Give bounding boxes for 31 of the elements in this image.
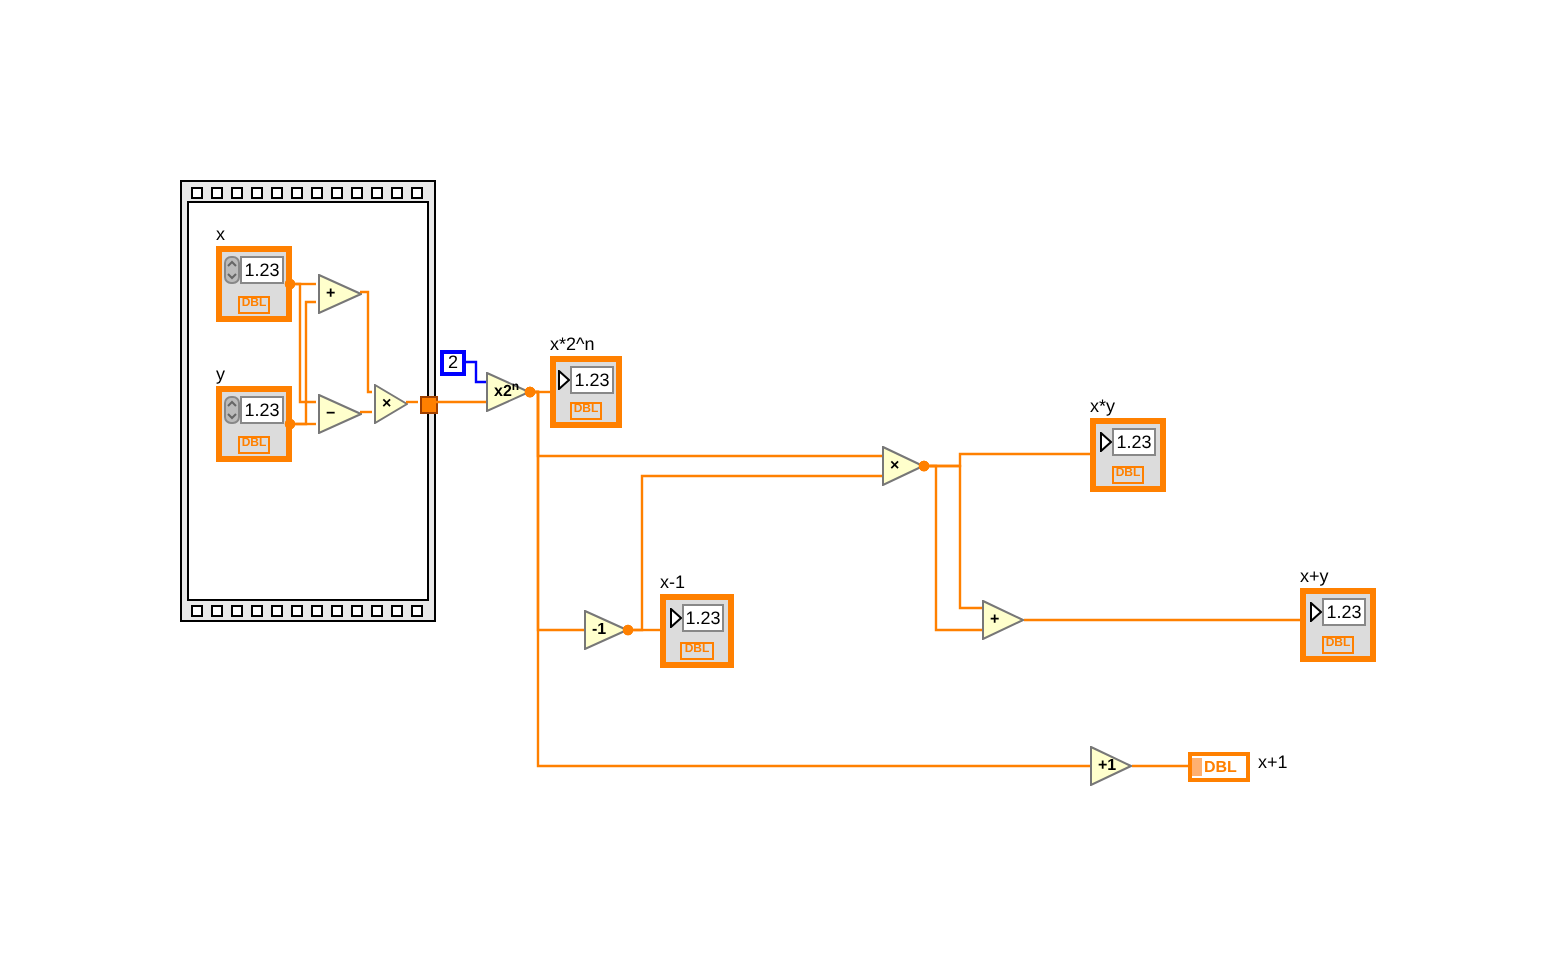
numeric-constant: 2 [440, 350, 466, 376]
wire [284, 278, 316, 404]
wire [622, 474, 882, 636]
control-label: x-1 [660, 572, 686, 592]
wire [360, 410, 372, 414]
function-triangle: +1 [1090, 746, 1132, 786]
function-triangle: + [318, 274, 362, 314]
function-triangle: × [374, 384, 408, 424]
value-field: 1.23 [240, 256, 284, 284]
wire [1132, 764, 1188, 768]
value-field: 1.23 [240, 396, 284, 424]
control-label: x+y [1300, 566, 1329, 586]
wire [466, 360, 486, 384]
function-triangle: x2$^{n}$ [486, 372, 530, 412]
function-triangle: − [318, 394, 362, 434]
indicator-label: x+1 [1258, 750, 1288, 774]
wire [524, 386, 1090, 768]
wire [284, 418, 316, 430]
control-label: x*2^n [550, 334, 595, 354]
wire [1024, 618, 1300, 622]
type-tag: DBL [1204, 759, 1237, 775]
wire [406, 400, 418, 404]
function-triangle: -1 [584, 610, 628, 650]
function-triangle: × [882, 446, 924, 486]
control-label: x*y [1090, 396, 1116, 416]
wire [436, 400, 486, 404]
function-triangle: + [982, 600, 1024, 640]
control-label: x [216, 224, 225, 244]
control-label: y [216, 364, 225, 384]
wire [360, 290, 372, 394]
tunnel-terminal [420, 396, 438, 414]
